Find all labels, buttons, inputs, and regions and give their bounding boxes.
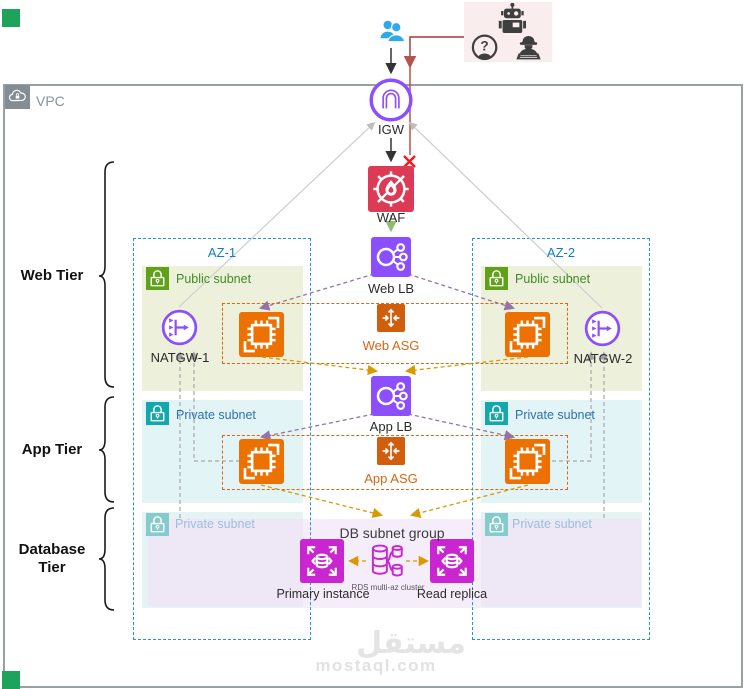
igw-label: IGW xyxy=(378,122,404,137)
web-tier-brace xyxy=(98,161,115,388)
rds-replica-icon xyxy=(430,539,474,583)
private-subnet-app-label-az1: Private subnet xyxy=(176,408,256,422)
waf-icon xyxy=(368,166,414,212)
web-lb-icon xyxy=(371,237,411,277)
natgw2-icon xyxy=(584,310,621,347)
app-ec2-instance-az1-icon xyxy=(239,439,284,484)
app-tier-brace xyxy=(98,396,115,503)
watermark-domain: mostaql.com xyxy=(315,656,437,675)
az2-label: AZ-2 xyxy=(546,245,576,260)
private-subnet-lock-icon xyxy=(485,402,508,425)
public-subnet-lock-icon xyxy=(146,267,169,290)
watermark-arabic: مستقل xyxy=(356,626,466,661)
web-asg-icon xyxy=(377,304,405,332)
rds-cluster-label: RDS multi-az cluster xyxy=(351,583,425,592)
az2-boundary xyxy=(472,238,650,640)
users-icon xyxy=(377,16,407,46)
hacker-icon xyxy=(516,36,541,60)
natgw1-label: NATGW-1 xyxy=(150,350,210,365)
app-tier-label: App Tier xyxy=(21,441,83,458)
app-lb-label: App LB xyxy=(369,419,413,434)
web-ec2-instance-az2-icon xyxy=(505,312,550,357)
app-asg-icon xyxy=(377,437,405,465)
rds-replica-label: Read replica xyxy=(416,587,488,601)
az1-label: AZ-1 xyxy=(207,245,237,260)
app-asg-label: App ASG xyxy=(364,471,418,486)
public-subnet-lock-icon xyxy=(485,267,508,290)
private-subnet-db-label-az1: Private subnet xyxy=(175,517,255,531)
private-subnet-app-label-az2: Private subnet xyxy=(515,408,595,422)
anonymous-user-icon: ? xyxy=(471,34,498,61)
vpc-label: VPC xyxy=(36,93,65,109)
private-subnet-lock-icon xyxy=(146,402,169,425)
app-asg-boundary xyxy=(222,435,568,490)
private-subnet-lock-icon-faded xyxy=(146,513,169,536)
az1-boundary xyxy=(133,238,311,640)
app-lb-icon xyxy=(371,376,411,416)
rds-primary-label: Primary instance xyxy=(276,587,370,601)
db-subnet-group-label: DB subnet group xyxy=(339,525,445,541)
web-tier-label: Web Tier xyxy=(20,267,84,284)
app-ec2-instance-az2-icon xyxy=(505,439,550,484)
attacker-group: ? xyxy=(464,2,552,62)
cloud-lock-icon xyxy=(8,89,26,102)
public-subnet-label-az2: Public subnet xyxy=(515,272,591,286)
natgw2-label: NATGW-2 xyxy=(573,351,633,366)
web-asg-label: Web ASG xyxy=(362,338,420,353)
igw-icon xyxy=(369,78,413,122)
waf-label: WAF xyxy=(376,210,406,225)
web-ec2-instance-az1-icon xyxy=(239,312,284,357)
public-subnet-label-az1: Public subnet xyxy=(176,272,252,286)
corner-marker-icon xyxy=(2,9,20,27)
rds-cluster-icon xyxy=(368,541,404,583)
rds-primary-icon xyxy=(300,539,344,583)
natgw1-icon xyxy=(161,309,198,346)
private-subnet-lock-icon-faded xyxy=(485,513,508,536)
web-asg-boundary xyxy=(222,303,568,364)
web-lb-label: Web LB xyxy=(367,281,415,296)
robot-icon xyxy=(498,2,527,34)
svg-text:?: ? xyxy=(480,39,488,54)
private-subnet-db-label-az2: Private subnet xyxy=(512,517,592,531)
vpc-icon xyxy=(5,85,30,109)
db-tier-label: Database Tier xyxy=(18,541,86,576)
db-tier-brace xyxy=(98,507,115,611)
corner-marker-icon xyxy=(2,671,20,689)
vpc-boundary xyxy=(3,84,743,688)
